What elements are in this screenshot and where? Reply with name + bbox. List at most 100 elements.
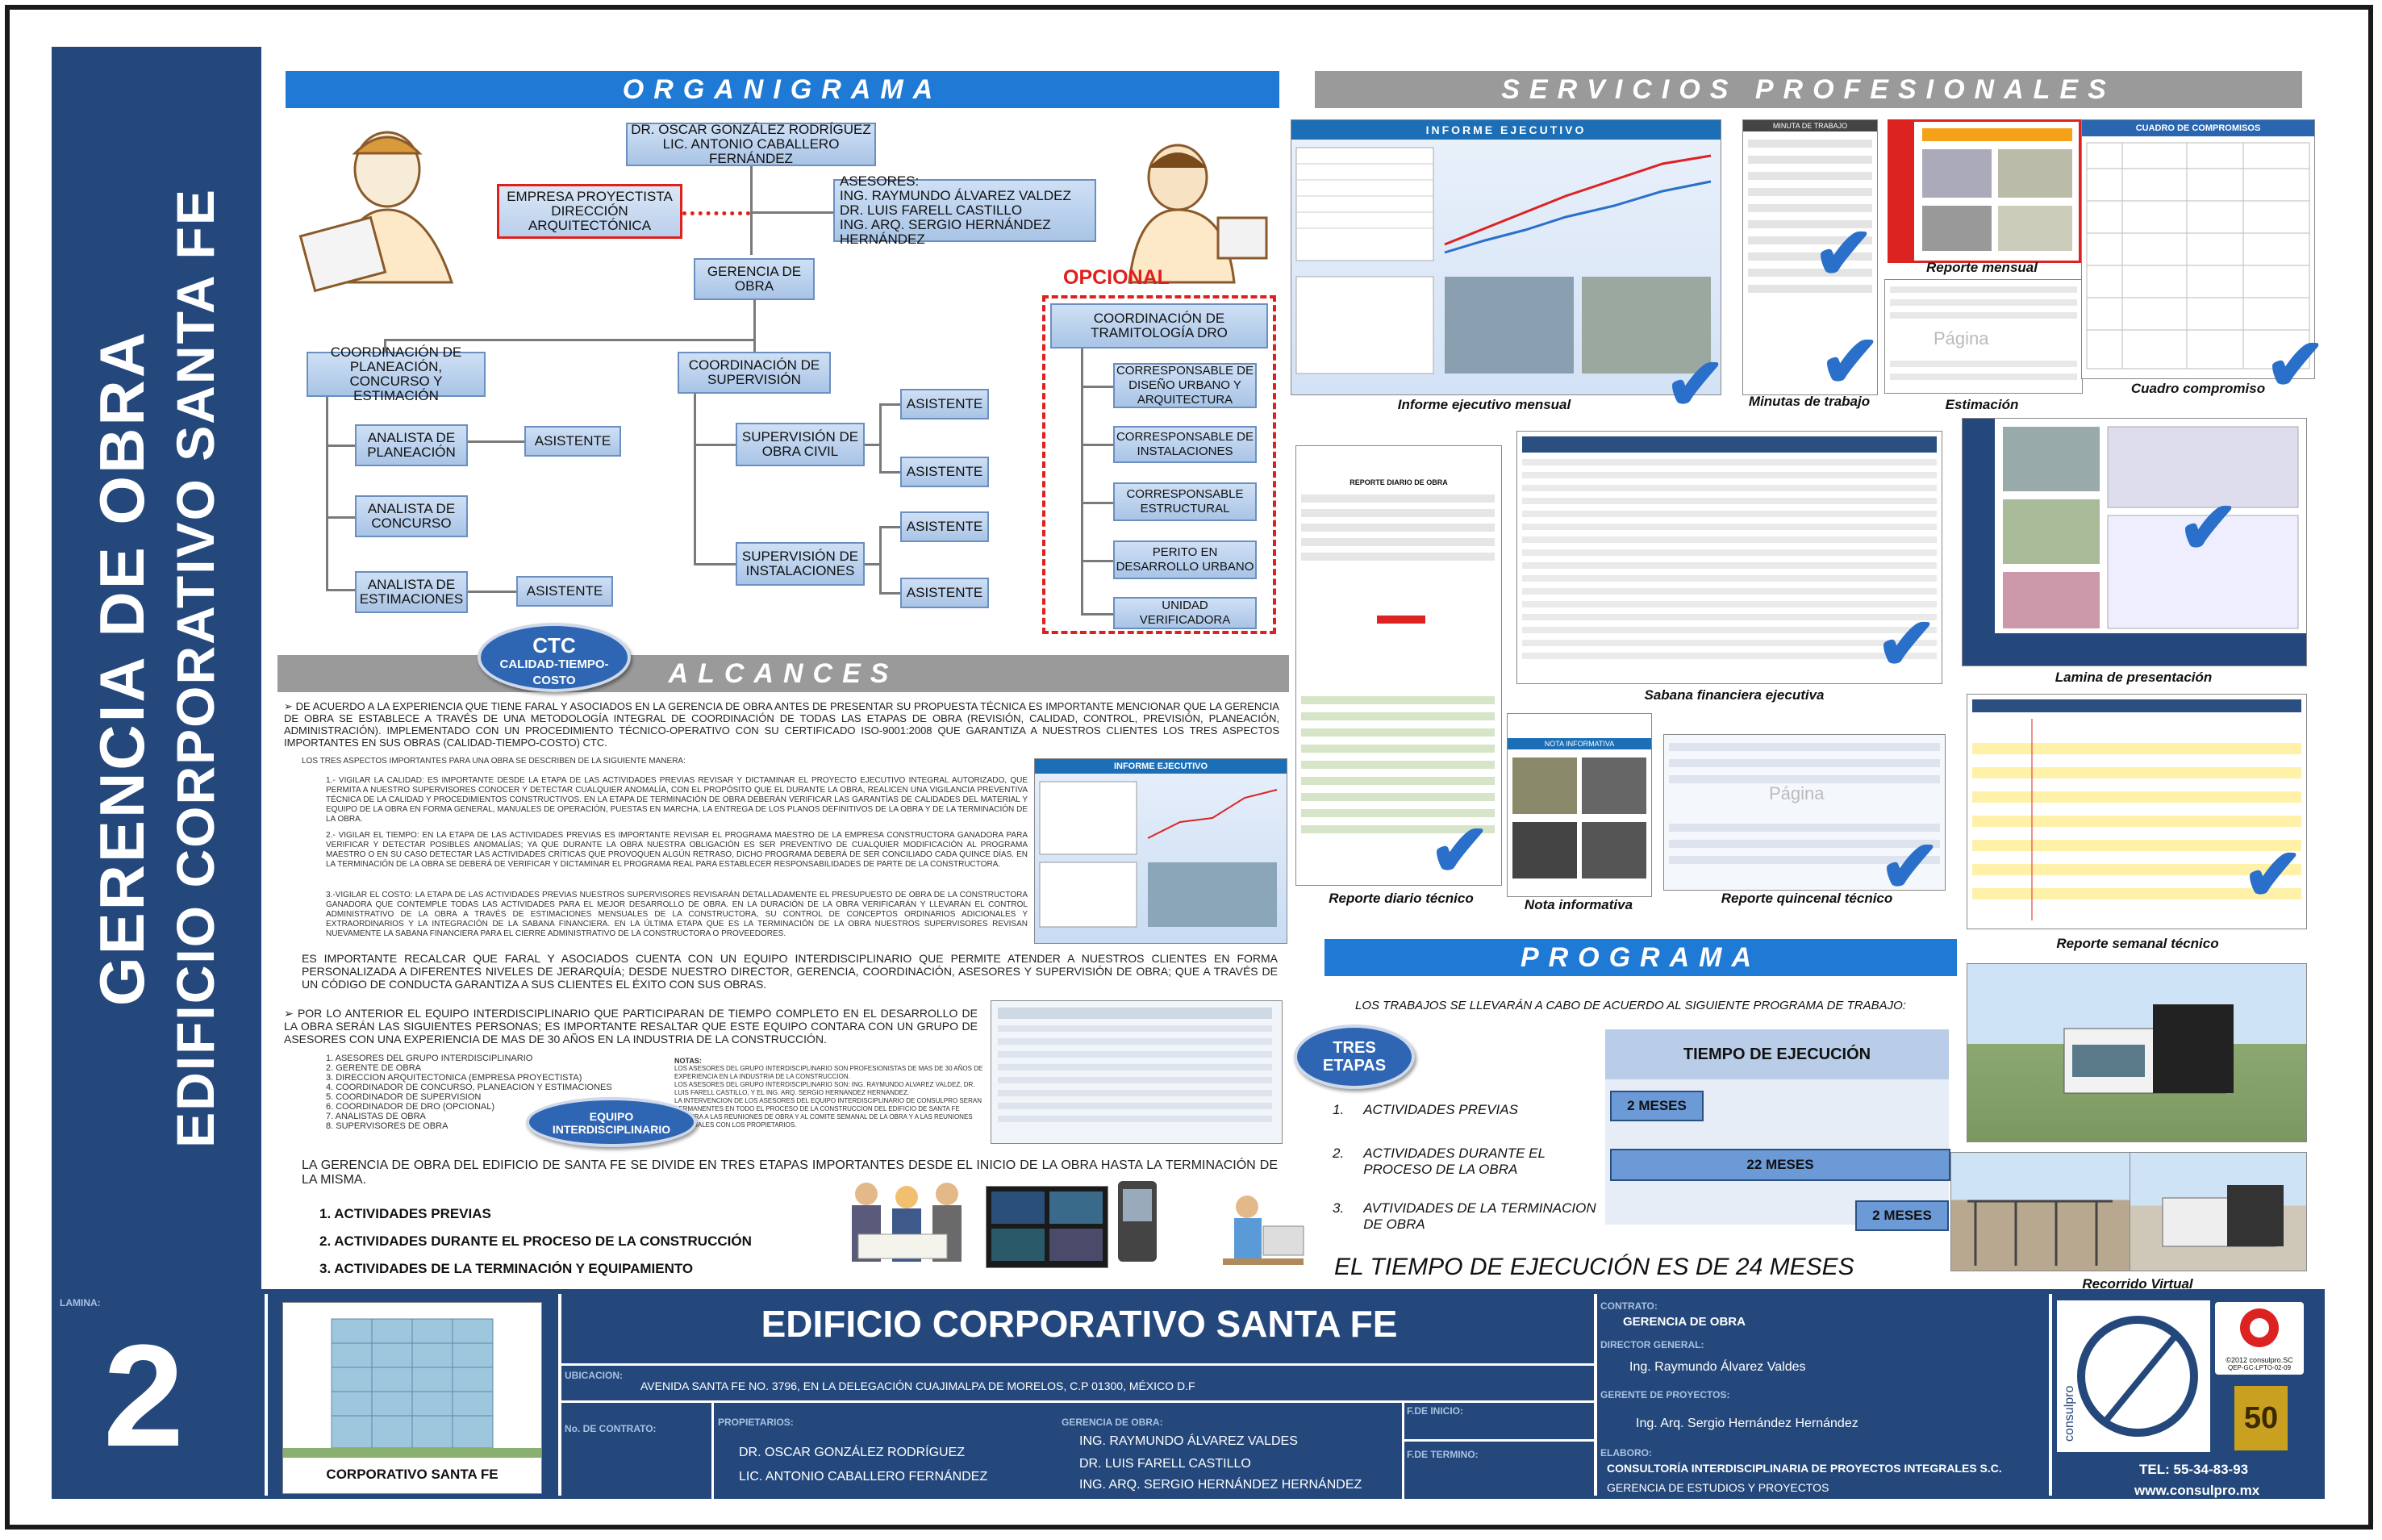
asesor-2: DR. LUIS FARELL CASTILLO — [840, 202, 1023, 218]
team-item: 7. ANALISTAS DE OBRA — [326, 1112, 426, 1121]
caption-lamina: Lamina de presentación — [2055, 670, 2213, 685]
director-label: DIRECTOR GENERAL: — [1600, 1339, 1704, 1350]
thumb-sabana-financiera — [1516, 431, 1942, 684]
divider — [265, 1294, 268, 1496]
check-icon: ✔ — [2178, 488, 2239, 569]
check-icon: ✔ — [1820, 322, 1881, 403]
team-item: 5. COORDINADOR DE SUPERVISION — [326, 1092, 482, 1102]
thumb-reporte-quincenal: Página — [1663, 734, 1946, 891]
propietario-2: LIC. ANTONIO CABALLERO FERNÁNDEZ — [739, 1470, 988, 1484]
monitor-image — [986, 1186, 1108, 1268]
equipo-line2: INTERDISCIPLINARIO — [552, 1123, 671, 1136]
check-icon: ✔ — [1429, 811, 1491, 891]
ctc-badge: CTC CALIDAD-TIEMPO- COSTO — [478, 623, 631, 692]
team-item: 3. DIRECCION ARQUITECTONICA (EMPRESA PRO… — [326, 1073, 582, 1083]
org-gerencia: GERENCIA DE OBRA — [694, 258, 815, 300]
side-title-line2: EDIFICIO CORPORATIVO SANTA FE — [165, 188, 225, 1148]
thumb-reporte-mensual — [1888, 119, 2081, 263]
thumb-pagina-watermark: Página — [1769, 783, 1825, 803]
gerente-value: Ing. Arq. Sergio Hernández Hernández — [1636, 1417, 1858, 1430]
side-title-line1: GERENCIA DE OBRA — [86, 329, 157, 1007]
thumb-reporte-semanal — [1967, 694, 2307, 929]
org-asistente-2: ASISTENTE — [516, 576, 613, 607]
informe-thumb-small: INFORME EJECUTIVO — [1034, 758, 1287, 944]
thumb-nota-header: NOTA INFORMATIVA — [1508, 738, 1651, 749]
side-band — [52, 47, 261, 1289]
stage-item: 1. ACTIVIDADES PREVIAS — [319, 1206, 491, 1221]
team-item: 4. COORDINADOR DE CONCURSO, PLANEACION Y… — [326, 1083, 612, 1092]
lamina-label: LAMINA: — [60, 1297, 101, 1308]
stage-item: 2. ACTIVIDADES DURANTE EL PROCESO DE LA … — [319, 1233, 752, 1249]
tres-etapas-line1: TRES — [1333, 1039, 1376, 1057]
asesor-1: ING. RAYMUNDO ÁLVAREZ VALDEZ — [840, 188, 1071, 203]
businessman-illustration — [1128, 144, 1268, 284]
bar-actividades-terminacion: 2 MESES — [1855, 1200, 1949, 1231]
thumb-nota-informativa: NOTA INFORMATIVA — [1507, 713, 1652, 897]
team-item: 6. COORDINADOR DE DRO (OPCIONAL) — [326, 1102, 495, 1112]
ctc-line2: CALIDAD-TIEMPO- — [499, 657, 609, 671]
tel-value: TEL: 55-34-83-93 — [2139, 1462, 2249, 1477]
dotted-link — [682, 211, 750, 215]
thumb-cuadro-header: CUADRO DE COMPROMISOS — [2082, 120, 2314, 136]
page-frame — [5, 5, 2373, 1530]
thumb-minutas: MINUTA DE TRABAJO — [1742, 119, 1878, 395]
thumb-informe-ejecutivo: INFORME EJECUTIVO — [1291, 119, 1721, 395]
row-num: 1. — [1333, 1102, 1345, 1117]
team-item: 8. SUPERVISORES DE OBRA — [326, 1121, 448, 1131]
row-num: 2. — [1333, 1146, 1345, 1161]
organigrama-title: ORGANIGRAMA — [286, 71, 1279, 108]
phone-illustration — [1118, 1181, 1157, 1262]
stages-list: 1. ACTIVIDADES PREVIAS 2. ACTIVIDADES DU… — [319, 1200, 752, 1283]
gerencia-1: ING. RAYMUNDO ÁLVAREZ VALDES — [1079, 1434, 1298, 1448]
row-label: ACTIVIDADES PREVIAS — [1363, 1102, 1518, 1117]
project-title: EDIFICIO CORPORATIVO SANTA FE — [761, 1303, 1398, 1345]
alcances-p6-text: POR LO ANTERIOR EL EQUIPO INTERDISCIPLIN… — [284, 1007, 978, 1045]
alcances-p1: ➢ DE ACUERDO A LA EXPERIENCIA QUE TIENE … — [284, 700, 1279, 749]
alcances-p7: LA GERENCIA DE OBRA DEL EDIFICIO DE SANT… — [302, 1158, 1278, 1187]
opcional-label: OPCIONAL — [1063, 266, 1170, 289]
programa-row-2: 2. ACTIVIDADES DURANTE EL PROCESO DE LA … — [1333, 1146, 1607, 1178]
org-analista-planeacion: ANALISTA DE PLANEACIÓN — [355, 424, 468, 466]
lamina-number: 2 — [103, 1315, 185, 1477]
meeting-illustration — [852, 1183, 962, 1262]
team-item: 2. GERENTE DE OBRA — [326, 1063, 421, 1073]
org-sup-instalaciones: SUPERVISIÓN DE INSTALACIONES — [736, 542, 865, 586]
director-2: LIC. ANTONIO CABALLERO FERNÁNDEZ — [662, 136, 840, 166]
ubicacion-label: UBICACION: — [565, 1370, 623, 1381]
termino-label: F.DE TERMINO: — [1407, 1449, 1479, 1460]
alcances-p6: ➢ POR LO ANTERIOR EL EQUIPO INTERDISCIPL… — [284, 1007, 978, 1045]
org-asesores: ASESORES: ING. RAYMUNDO ÁLVAREZ VALDEZ D… — [833, 174, 1096, 247]
caption-informe: Informe ejecutivo mensual — [1397, 397, 1571, 412]
gerente-label: GERENTE DE PROYECTOS: — [1600, 1389, 1730, 1400]
thumb-lamina-presentacion — [1962, 418, 2307, 666]
row-label: AVTIVIDADES DE LA TERMINACION DE OBRA — [1363, 1200, 1596, 1232]
check-icon: ✔ — [2242, 835, 2304, 916]
check-icon: ✔ — [1876, 604, 1938, 685]
render-2 — [1950, 1152, 2131, 1271]
architect-illustration — [298, 131, 454, 293]
web-link[interactable]: www.consulpro.mx — [2134, 1483, 2260, 1498]
contrato-label: No. DE CONTRATO: — [565, 1423, 657, 1434]
programa-title: PROGRAMA — [1324, 939, 1957, 976]
alcances-p1-text: DE ACUERDO A LA EXPERIENCIA QUE TIENE FA… — [284, 700, 1279, 749]
contrato2-label: CONTRATO: — [1600, 1300, 1658, 1312]
check-icon: ✔ — [1665, 344, 1726, 425]
org-corresponsable-estructural: CORRESPONSABLE ESTRUCTURAL — [1113, 482, 1257, 521]
caption-reporte-quincenal: Reporte quincenal técnico — [1721, 891, 1893, 906]
thumb-diario-header: REPORTE DIARIO DE OBRA — [1350, 478, 1448, 486]
thumb-estimacion: Página — [1884, 279, 2083, 394]
org-corresponsable-instalaciones: CORRESPONSABLE DE INSTALACIONES — [1113, 426, 1257, 463]
org-asistente-1: ASISTENTE — [524, 426, 621, 457]
programa-intro: LOS TRABAJOS SE LLEVARÁN A CABO DE ACUER… — [1355, 999, 1906, 1012]
org-coord-tramitologia: COORDINACIÓN DE TRAMITOLOGÍA DRO — [1050, 303, 1268, 348]
anniversary-badge: 50 — [2234, 1386, 2288, 1450]
alcances-p5: ES IMPORTANTE RECALCAR QUE FARAL Y ASOCI… — [302, 952, 1278, 991]
org-asistente-4: ASISTENTE — [900, 457, 989, 487]
caption-reporte-semanal: Reporte semanal técnico — [2056, 936, 2219, 951]
equipo-badge: EQUIPO INTERDISCIPLINARIO — [526, 1097, 697, 1147]
org-analista-concurso: ANALISTA DE CONCURSO — [355, 495, 468, 537]
iso-badge: ©2012 consulpro.SC QEP-GC-LPTO-02-09 — [2215, 1302, 2304, 1375]
notas-title: NOTAS: — [674, 1057, 702, 1065]
tres-etapas-badge: TRES ETAPAS — [1294, 1025, 1415, 1089]
